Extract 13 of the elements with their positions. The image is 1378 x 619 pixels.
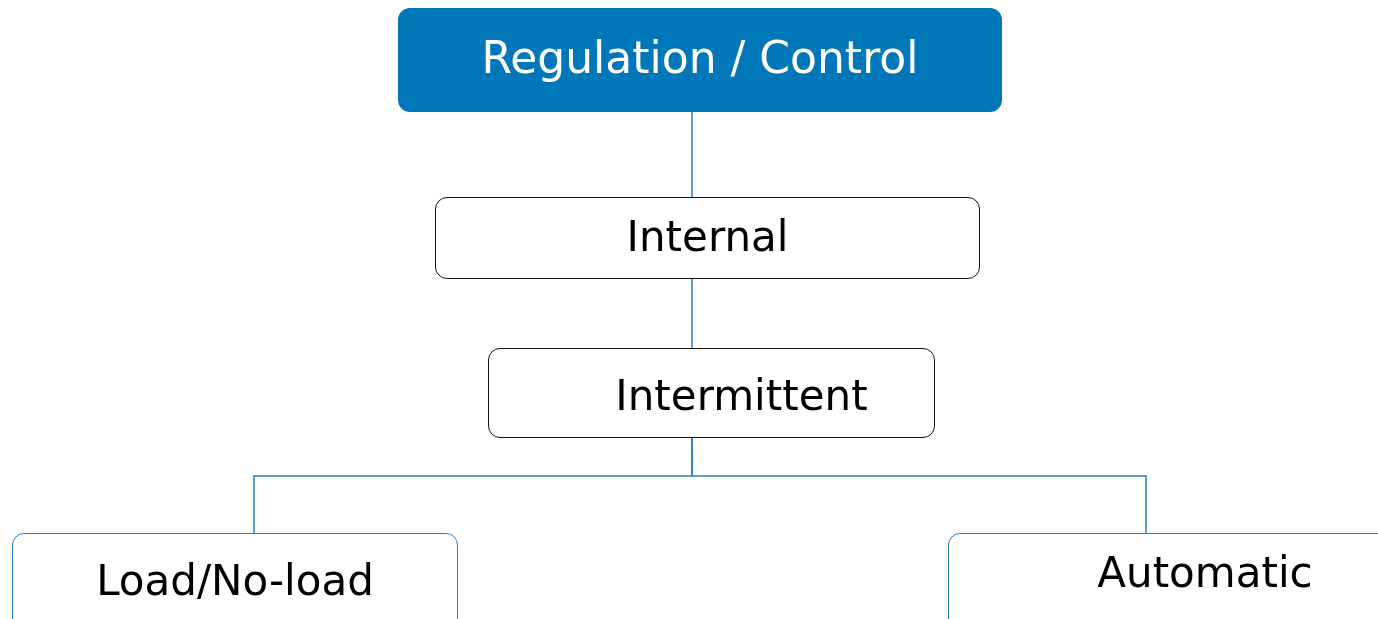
- node-label: Internal: [626, 212, 789, 261]
- node-label: Intermittent: [615, 371, 868, 420]
- node-label: Load/No-load: [96, 556, 374, 605]
- node-label: Regulation / Control: [481, 32, 919, 83]
- node-label: Automatic: [1097, 548, 1313, 597]
- process-box: [435, 197, 980, 279]
- process-box: [12, 533, 458, 619]
- connector-line: [691, 437, 1147, 534]
- connector-line: [691, 111, 693, 198]
- process-box: [948, 533, 1378, 619]
- header-box: [398, 8, 1002, 112]
- connector-line: [691, 278, 693, 349]
- process-box: [488, 348, 935, 438]
